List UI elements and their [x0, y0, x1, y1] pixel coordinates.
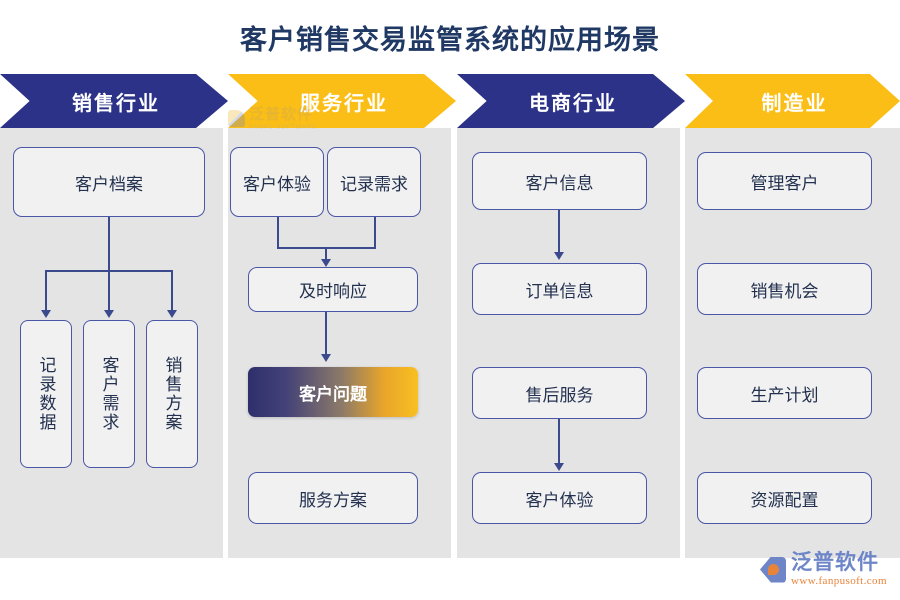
node-label: 销售机会: [750, 281, 819, 301]
brand-logo: 泛普软件 www.fanpusoft.com: [760, 552, 887, 587]
column-header-label: 销售行业: [72, 92, 160, 115]
node-label: 销售方案: [162, 356, 182, 432]
node-label: 客户体验: [525, 490, 594, 510]
node-label: 生产计划: [750, 385, 819, 405]
node-label: 客户问题: [299, 384, 367, 404]
node-label: 售后服务: [525, 385, 594, 405]
connector-aftersales-to-experience: [558, 419, 560, 465]
node-label: 及时响应: [299, 282, 367, 301]
connector-branch-left: [45, 270, 47, 312]
node-customer-needs[interactable]: 客户需求: [83, 320, 135, 468]
node-resource-allocation[interactable]: 资源配置: [697, 472, 872, 524]
fanpu-logo-icon: [760, 556, 786, 583]
connector-merge-left: [277, 217, 279, 249]
node-service-plan[interactable]: 服务方案: [248, 472, 418, 524]
brand-url: www.fanpusoft.com: [791, 575, 887, 587]
arrowhead-to-order: [554, 252, 564, 260]
node-customer-info[interactable]: 客户信息: [472, 152, 647, 210]
connector-response-to-issue: [325, 312, 327, 356]
node-timely-response[interactable]: 及时响应: [248, 267, 418, 312]
node-label: 订单信息: [525, 281, 594, 301]
node-production-plan[interactable]: 生产计划: [697, 367, 872, 419]
node-label: 客户档案: [75, 174, 143, 194]
connector-branch-right: [171, 270, 173, 312]
connector-info-to-order: [558, 210, 560, 254]
connector-trunk: [108, 217, 110, 272]
column-header-label: 服务行业: [300, 92, 388, 115]
arrowhead-left: [41, 310, 51, 318]
node-label: 客户体验: [243, 174, 311, 194]
node-record-requirement[interactable]: 记录需求: [327, 147, 421, 217]
arrowhead-to-response: [321, 259, 331, 267]
node-customer-experience-service[interactable]: 客户体验: [230, 147, 324, 217]
node-order-info[interactable]: 订单信息: [472, 263, 647, 315]
node-sales-plan[interactable]: 销售方案: [146, 320, 198, 468]
node-label: 记录数据: [36, 356, 56, 432]
node-after-sales[interactable]: 售后服务: [472, 367, 647, 419]
node-customer-issue[interactable]: 客户问题: [248, 367, 418, 417]
node-customer-experience-ecommerce[interactable]: 客户体验: [472, 472, 647, 524]
node-label: 管理客户: [750, 173, 819, 193]
column-header-service[interactable]: 服务行业: [228, 74, 456, 128]
node-label: 资源配置: [750, 490, 819, 510]
connector-merge-down: [325, 247, 327, 261]
arrowhead-mid: [104, 310, 114, 318]
page-title: 客户销售交易监管系统的应用场景: [240, 25, 660, 55]
column-header-manufacturing[interactable]: 制造业: [685, 74, 900, 128]
connector-merge-right: [374, 217, 376, 249]
brand-name: 泛普软件: [791, 550, 879, 574]
column-header-sales[interactable]: 销售行业: [0, 74, 228, 128]
node-label: 客户需求: [99, 356, 119, 432]
node-customer-file[interactable]: 客户档案: [13, 147, 205, 217]
column-header-ecommerce[interactable]: 电商行业: [457, 74, 685, 128]
node-label: 客户信息: [525, 173, 594, 193]
node-record-data[interactable]: 记录数据: [20, 320, 72, 468]
column-header-label: 制造业: [761, 92, 828, 115]
node-label: 服务方案: [299, 490, 367, 510]
arrowhead-to-experience: [554, 463, 564, 471]
connector-branch-mid: [108, 270, 110, 312]
column-header-label: 电商行业: [529, 92, 617, 115]
node-sales-opportunity[interactable]: 销售机会: [697, 263, 872, 315]
arrowhead-right: [167, 310, 177, 318]
arrowhead-to-issue: [321, 354, 331, 362]
node-manage-customer[interactable]: 管理客户: [697, 152, 872, 210]
node-label: 记录需求: [340, 174, 408, 194]
